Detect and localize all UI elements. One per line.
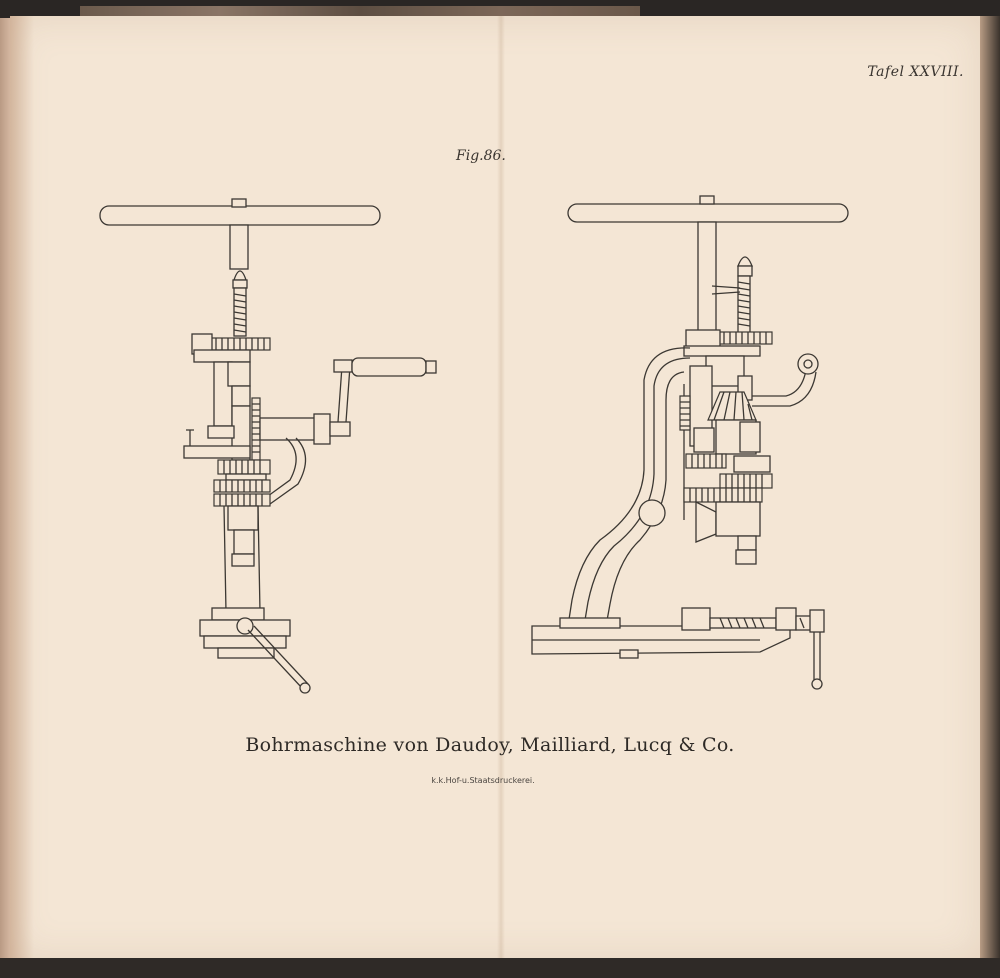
- plate-page: [10, 16, 982, 960]
- front-view-drawing: [99, 198, 437, 694]
- page-shade: [10, 16, 34, 960]
- printer-imprint: k.k.Hof-u.Staatsdruckerei.: [431, 776, 535, 785]
- figure-label: Fig.86.: [456, 148, 506, 164]
- plate-number: Tafel XXVIII.: [867, 64, 964, 80]
- book-cover-edge: [0, 18, 12, 960]
- plate-caption: Bohrmaschine von Daudoy, Mailliard, Lucq…: [245, 734, 735, 756]
- page-bottom-edge: [0, 958, 1000, 978]
- page-right-edge: [980, 16, 1000, 960]
- side-view-drawing: [531, 195, 849, 690]
- page-fold: [497, 16, 505, 960]
